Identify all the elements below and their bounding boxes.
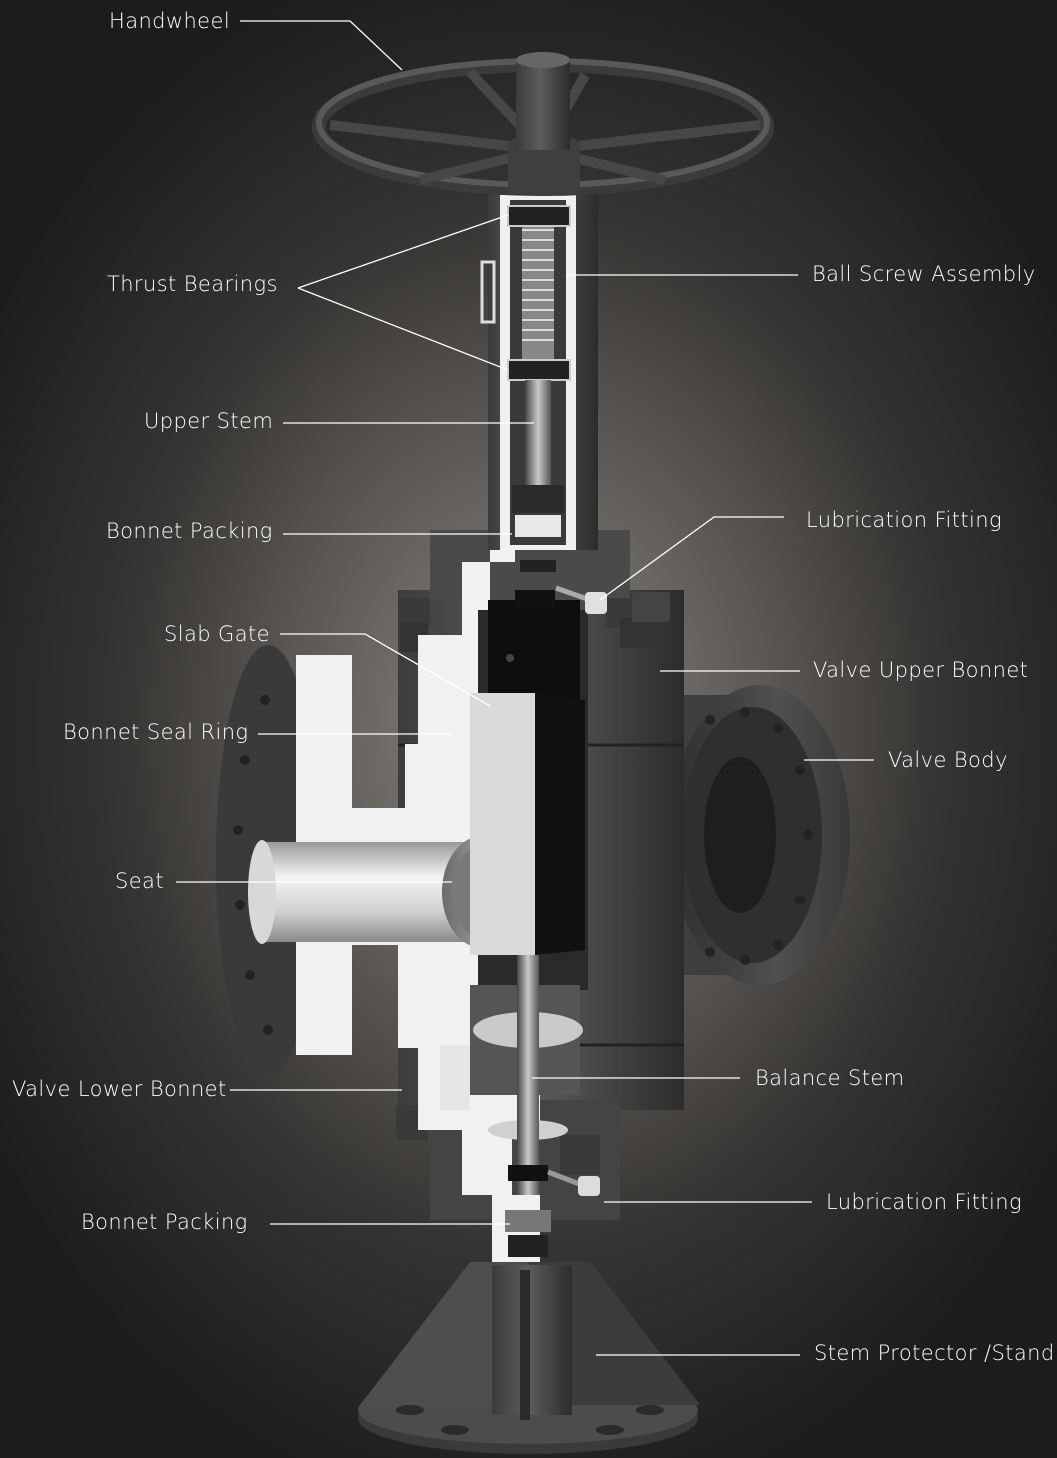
label-handwheel: Handwheel	[109, 9, 231, 33]
label-valve-lower-bonnet: Valve Lower Bonnet	[12, 1077, 227, 1101]
label-thrust-bearings: Thrust Bearings	[107, 272, 278, 296]
label-valve-body: Valve Body	[888, 748, 1008, 772]
label-slab-gate: Slab Gate	[164, 622, 270, 646]
handwheel-shape	[312, 52, 774, 196]
ball-screw-shape	[522, 220, 554, 360]
leader-handwheel	[240, 20, 403, 71]
label-stem-protector-stand: Stem Protector /Stand	[814, 1341, 1055, 1365]
leader-slab-gate	[280, 633, 491, 707]
lower-packing-shape	[505, 1165, 551, 1257]
label-upper-stem: Upper Stem	[144, 409, 274, 433]
balance-stem-shape	[517, 955, 539, 1195]
stem-protector-stand-shape	[358, 1262, 700, 1454]
label-bonnet-packing-upper: Bonnet Packing	[106, 519, 273, 543]
upper-lubrication-fitting-shape	[555, 585, 607, 614]
lower-lubrication-fitting-shape	[547, 1169, 600, 1196]
label-bonnet-seal-ring: Bonnet Seal Ring	[63, 720, 249, 744]
upper-packing-shape	[512, 485, 564, 608]
label-lubrication-fitting-upper: Lubrication Fitting	[806, 508, 1002, 532]
leader-lubrication-fitting-upper	[599, 516, 784, 601]
label-balance-stem: Balance Stem	[755, 1066, 905, 1090]
slab-gate-shape	[470, 600, 585, 955]
label-valve-upper-bonnet: Valve Upper Bonnet	[813, 658, 1029, 682]
label-seat: Seat	[115, 869, 164, 893]
upper-stem-shape	[525, 380, 551, 485]
leader-thrust-bearings-lower	[297, 287, 509, 371]
leader-thrust-bearings-upper	[297, 214, 509, 289]
leader-lines	[176, 20, 874, 1356]
label-lubrication-fitting-lower: Lubrication Fitting	[826, 1190, 1022, 1214]
label-bonnet-packing-lower: Bonnet Packing	[81, 1210, 248, 1234]
label-ball-screw-assembly: Ball Screw Assembly	[812, 262, 1036, 286]
